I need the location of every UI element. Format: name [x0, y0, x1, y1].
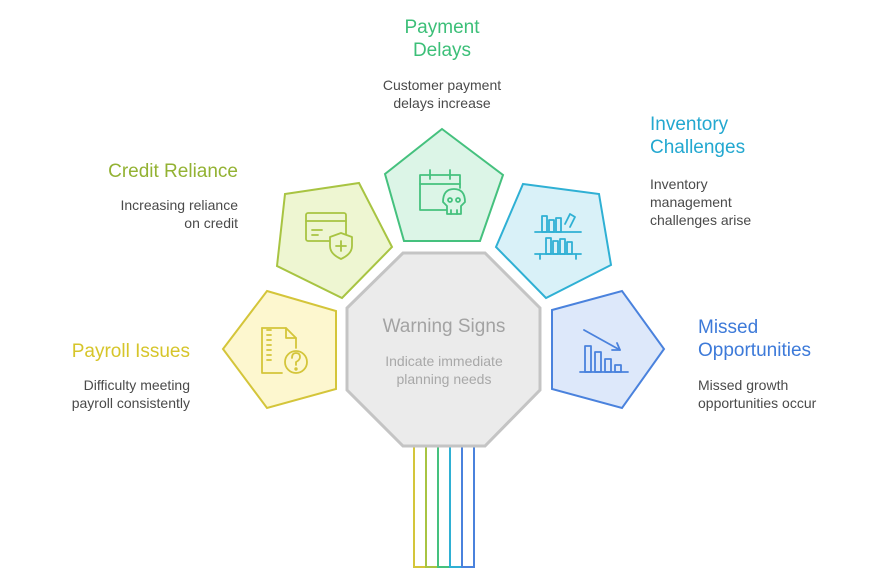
center-title: Warning Signs	[382, 316, 506, 337]
credit-card-shield-icon	[305, 212, 353, 260]
missed-title-line: Missed	[698, 317, 759, 338]
stem-credit	[425, 445, 439, 568]
inventory-title: Inventory Challenges	[650, 114, 745, 160]
center-description: Indicate immediate planning needs	[344, 352, 544, 388]
inventory-title-line: Challenges	[650, 136, 746, 158]
payroll-description-line: Difficulty meeting	[83, 377, 190, 393]
zipped-file-question-icon	[261, 327, 308, 374]
inventory-shelf-icon	[534, 213, 582, 260]
inventory-description: Inventory management challenges arise	[650, 175, 751, 230]
stems	[413, 445, 475, 568]
payroll-description: Difficulty meeting payroll consistently	[72, 376, 190, 412]
payment-title: Payment Delays	[342, 17, 542, 63]
inventory-title-line: Inventory	[650, 114, 729, 135]
missed-description: Missed growth opportunities occur	[698, 376, 816, 412]
credit-description: Increasing reliance on credit	[120, 196, 238, 232]
missed-title: Missed Opportunities	[698, 317, 811, 363]
declining-bar-chart-icon	[579, 329, 629, 373]
credit-description-line: on credit	[184, 215, 238, 232]
pentagon-payroll	[221, 289, 337, 410]
inventory-description-line: management	[650, 194, 732, 211]
missed-title-line: Opportunities	[698, 339, 812, 361]
pentagon-payment	[383, 127, 505, 242]
payroll-description-line: payroll consistently	[71, 395, 190, 412]
stem-payment	[437, 445, 451, 568]
payment-description: Customer payment delays increase	[342, 76, 542, 112]
center-description-line: Indicate immediate	[385, 353, 503, 369]
credit-title: Credit Reliance	[108, 161, 238, 182]
stem-missed	[461, 445, 475, 568]
inventory-description-line: Inventory	[650, 176, 708, 192]
credit-description-line: Increasing reliance	[120, 197, 238, 213]
missed-description-line: opportunities occur	[698, 395, 817, 412]
stem-payroll	[413, 445, 427, 568]
stem-inventory	[449, 445, 463, 568]
payment-description-line: Customer payment	[382, 77, 502, 93]
payment-title-line: Payment	[404, 17, 480, 38]
missed-description-line: Missed growth	[698, 377, 789, 393]
payroll-title: Payroll Issues	[71, 341, 190, 362]
inventory-description-line: challenges arise	[650, 212, 752, 229]
pentagon-missed	[551, 289, 666, 410]
center-octagon	[345, 251, 542, 448]
calendar-skull-icon	[419, 169, 466, 215]
center-description-line: planning needs	[396, 371, 492, 388]
payment-title-line: Delays	[412, 39, 472, 61]
payment-description-line: delays increase	[393, 95, 491, 112]
